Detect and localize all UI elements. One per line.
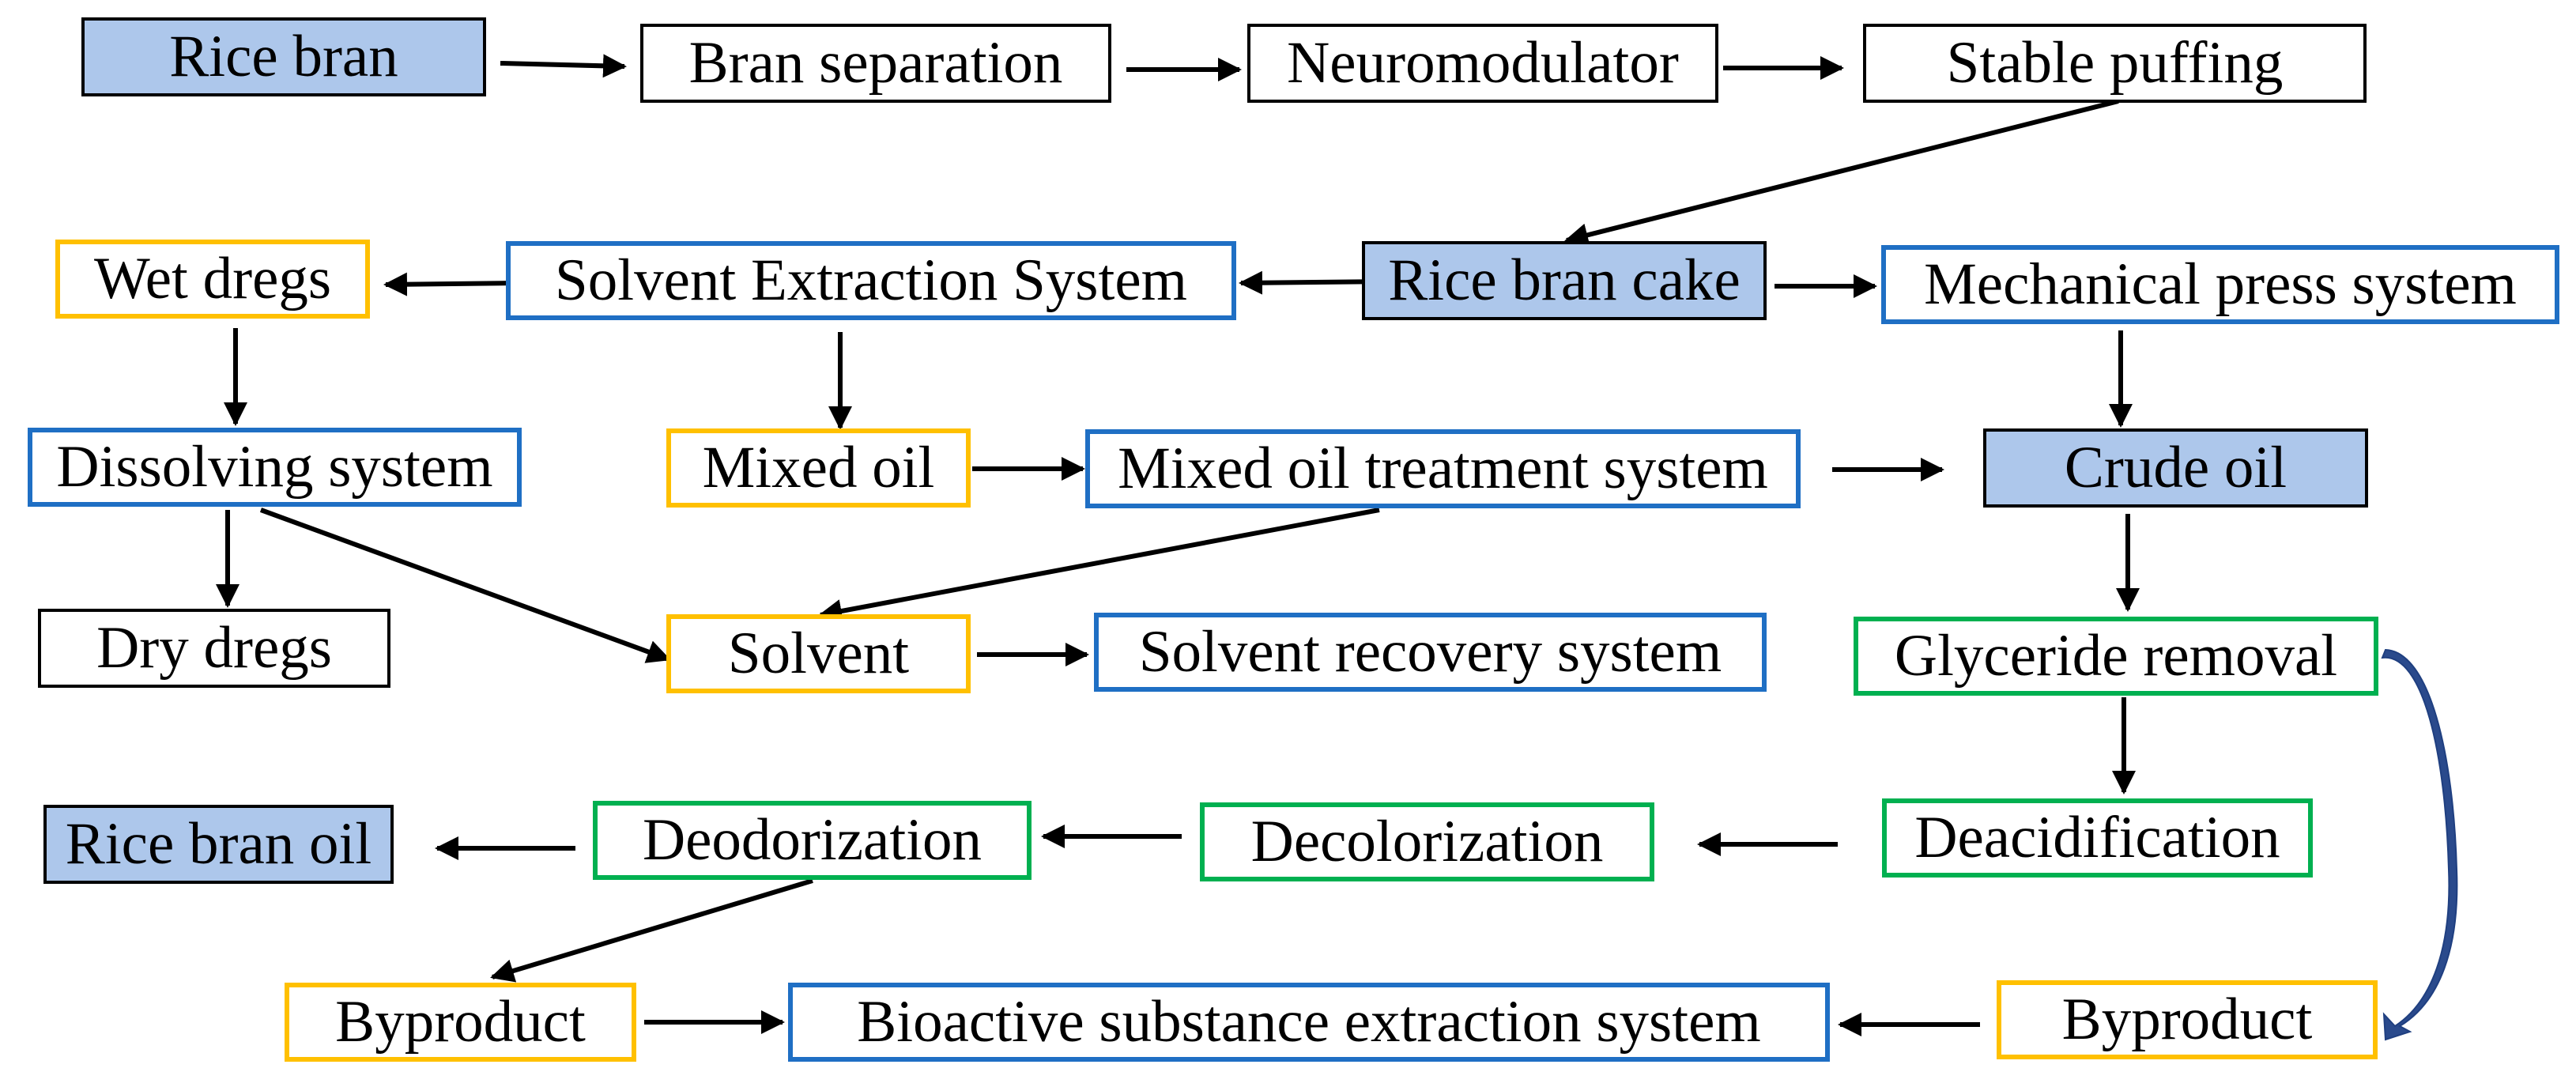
node-decolorization: Decolorization [1200,802,1654,881]
node-solvent-label: Solvent [727,621,910,686]
node-bran-separation-label: Bran separation [688,30,1063,96]
node-mechanical-press-system-label: Mechanical press system [1924,251,2517,317]
node-byproduct-right-label: Byproduct [2061,987,2313,1052]
curved-arrow-glyceride-to-byproduct [2381,648,2458,1041]
node-wet-dregs-label: Wet dregs [93,246,332,311]
node-mechanical-press-system: Mechanical press system [1881,245,2559,324]
node-solvent-extraction-system-label: Solvent Extraction System [555,247,1187,313]
node-bioactive-substance-extraction-system: Bioactive substance extraction system [788,983,1830,1062]
node-solvent-recovery-system: Solvent recovery system [1094,613,1767,692]
node-mixed-oil: Mixed oil [666,428,971,508]
node-deodorization-label: Deodorization [642,807,983,873]
node-neuromodulator-label: Neuromodulator [1287,30,1679,96]
node-glyceride-removal-label: Glyceride removal [1894,623,2338,689]
node-solvent-extraction-system: Solvent Extraction System [506,241,1236,320]
node-crude-oil-label: Crude oil [2064,435,2287,500]
node-bioactive-substance-extraction-system-label: Bioactive substance extraction system [857,989,1761,1055]
node-deacidification: Deacidification [1882,798,2313,878]
node-rice-bran-label: Rice bran [169,24,398,89]
node-deodorization: Deodorization [593,801,1032,880]
node-neuromodulator: Neuromodulator [1247,24,1718,103]
node-dry-dregs-label: Dry dregs [96,615,332,681]
node-rice-bran-oil: Rice bran oil [43,805,394,884]
node-stable-puffing: Stable puffing [1863,24,2367,103]
node-dry-dregs: Dry dregs [38,609,390,688]
node-byproduct-left: Byproduct [285,983,636,1062]
node-rice-bran-cake: Rice bran cake [1362,241,1767,320]
node-mixed-oil-treatment-system: Mixed oil treatment system [1085,429,1801,508]
arrow-dissolving-to-solvent [259,508,671,663]
node-glyceride-removal: Glyceride removal [1854,617,2378,696]
node-deacidification-label: Deacidification [1914,805,2280,870]
node-wet-dregs: Wet dregs [55,240,370,319]
node-rice-bran-oil-label: Rice bran oil [65,811,372,877]
arrow-puffing-to-cake [1564,99,2119,247]
node-mixed-oil-label: Mixed oil [702,435,935,500]
arrow-extraction-to-wet-dregs [383,272,516,296]
node-dissolving-system-label: Dissolving system [56,434,493,500]
node-mixed-oil-treatment-system-label: Mixed oil treatment system [1118,436,1768,501]
node-dissolving-system: Dissolving system [28,428,522,507]
node-crude-oil: Crude oil [1983,428,2368,508]
arrow-deodorization-to-byproduct [490,878,813,983]
node-stable-puffing-label: Stable puffing [1946,30,2284,96]
node-bran-separation: Bran separation [640,24,1111,103]
arrow-treatment-to-solvent [818,508,1380,623]
node-byproduct-right: Byproduct [1997,980,2378,1059]
arrow-ricebran-to-separation [500,54,627,78]
node-rice-bran: Rice bran [81,17,486,96]
node-solvent: Solvent [666,614,971,693]
node-byproduct-left-label: Byproduct [335,989,586,1055]
node-decolorization-label: Decolorization [1250,809,1604,874]
node-rice-bran-cake-label: Rice bran cake [1388,247,1741,313]
node-solvent-recovery-system-label: Solvent recovery system [1138,619,1722,685]
